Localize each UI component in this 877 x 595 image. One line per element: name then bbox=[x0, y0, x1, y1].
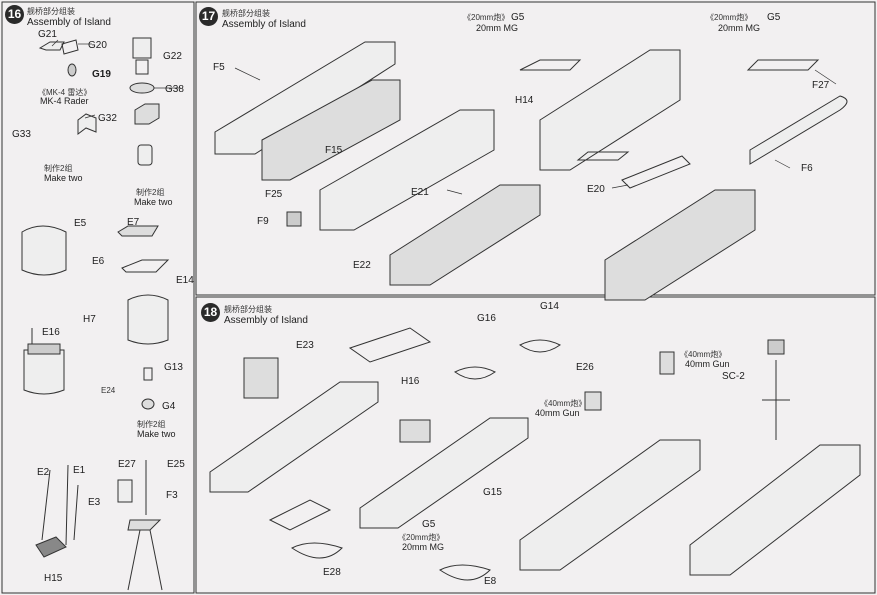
step-18-badge: 18 bbox=[201, 303, 220, 322]
step-16-title-en: Assembly of Island bbox=[27, 17, 111, 28]
part-label: G5 bbox=[511, 12, 525, 23]
part-label: E16 bbox=[42, 327, 60, 338]
part-label: E8 bbox=[484, 576, 497, 587]
make-two-en: Make two bbox=[134, 197, 173, 207]
gun-cn: 《40mm炮》 bbox=[540, 399, 587, 408]
make-two-cn: 制作2组 bbox=[136, 188, 165, 197]
part-label: E14 bbox=[176, 275, 194, 286]
step-18-title-en: Assembly of Island bbox=[224, 315, 308, 326]
part-label: E5 bbox=[74, 218, 87, 229]
step16-drawings bbox=[21, 37, 170, 591]
part-label: H15 bbox=[44, 573, 63, 584]
step-16-heading: 舰桥部分组装 Assembly of Island bbox=[27, 6, 111, 28]
part-label: G4 bbox=[162, 401, 176, 412]
mg-en: 20mm MG bbox=[718, 23, 761, 33]
part-label: H14 bbox=[515, 95, 534, 106]
part-label: H7 bbox=[83, 314, 96, 325]
step-17-title-en: Assembly of Island bbox=[222, 19, 306, 30]
part-label: E2 bbox=[37, 467, 50, 478]
part-label: G38 bbox=[165, 84, 184, 95]
part-label: E26 bbox=[576, 362, 594, 373]
step-17-heading: 舰桥部分组装 Assembly of Island bbox=[222, 8, 306, 30]
part-label: E22 bbox=[353, 260, 371, 271]
part-label: G22 bbox=[163, 51, 182, 62]
step17-drawings bbox=[214, 41, 848, 301]
make-two-cn: 制作2组 bbox=[137, 420, 166, 429]
step-18-title-cn: 舰桥部分组装 bbox=[224, 305, 272, 314]
radar-cn: 《MK-4 雷达》 bbox=[38, 88, 92, 97]
part-label: E6 bbox=[92, 256, 105, 267]
mg-en: 20mm MG bbox=[402, 542, 445, 552]
gun-cn: 《40mm炮》 bbox=[680, 350, 727, 359]
part-label: F5 bbox=[213, 62, 225, 73]
part-label: E7 bbox=[127, 217, 140, 228]
part-label: E25 bbox=[167, 459, 185, 470]
step-16-title-cn: 舰桥部分组装 bbox=[27, 7, 75, 16]
part-label: G33 bbox=[12, 129, 31, 140]
panel-border-16 bbox=[1, 1, 195, 594]
part-label: E24 bbox=[101, 386, 116, 395]
panel-border-17 bbox=[195, 1, 876, 296]
make-two-en: Make two bbox=[137, 429, 176, 439]
part-label: F25 bbox=[265, 189, 283, 200]
part-label: G15 bbox=[483, 487, 502, 498]
make-two-cn: 制作2组 bbox=[44, 164, 73, 173]
step-17-title-cn: 舰桥部分组装 bbox=[222, 9, 270, 18]
part-label: E23 bbox=[296, 340, 314, 351]
part-label: F27 bbox=[812, 80, 830, 91]
step-16-badge: 16 bbox=[5, 5, 24, 24]
part-label: F3 bbox=[166, 490, 178, 501]
part-label: G21 bbox=[38, 29, 57, 40]
part-label: G16 bbox=[477, 313, 496, 324]
gun-en: 40mm Gun bbox=[685, 359, 730, 369]
gun-en: 40mm Gun bbox=[535, 408, 580, 418]
panel-border-18 bbox=[195, 296, 876, 594]
part-label: H16 bbox=[401, 376, 420, 387]
mg-cn: 《20mm炮》 bbox=[463, 13, 510, 22]
part-label: E3 bbox=[88, 497, 101, 508]
step-17-badge: 17 bbox=[199, 7, 218, 26]
part-label: G13 bbox=[164, 362, 183, 373]
mg-cn: 《20mm炮》 bbox=[706, 13, 753, 22]
leader-lines bbox=[51, 39, 837, 195]
part-label: E27 bbox=[118, 459, 136, 470]
part-label: F9 bbox=[257, 216, 269, 227]
step-18-heading: 舰桥部分组装 Assembly of Island bbox=[224, 304, 308, 326]
mg-en: 20mm MG bbox=[476, 23, 519, 33]
part-label: E21 bbox=[411, 187, 429, 198]
step18-drawings bbox=[209, 327, 861, 581]
part-label: G14 bbox=[540, 301, 559, 312]
part-label: E28 bbox=[323, 567, 341, 578]
radar-en: MK-4 Rader bbox=[40, 96, 89, 106]
make-two-en: Make two bbox=[44, 173, 83, 183]
part-label: G5 bbox=[422, 519, 436, 530]
part-label: G32 bbox=[98, 113, 117, 124]
part-label: G19 bbox=[92, 69, 111, 80]
part-label: F15 bbox=[325, 145, 343, 156]
part-label: G5 bbox=[767, 12, 781, 23]
part-label: G20 bbox=[88, 40, 107, 51]
part-label: F6 bbox=[801, 163, 813, 174]
part-label: SC-2 bbox=[722, 371, 745, 382]
part-label: E20 bbox=[587, 184, 605, 195]
part-label: E1 bbox=[73, 465, 86, 476]
mg-cn: 《20mm炮》 bbox=[398, 533, 445, 542]
